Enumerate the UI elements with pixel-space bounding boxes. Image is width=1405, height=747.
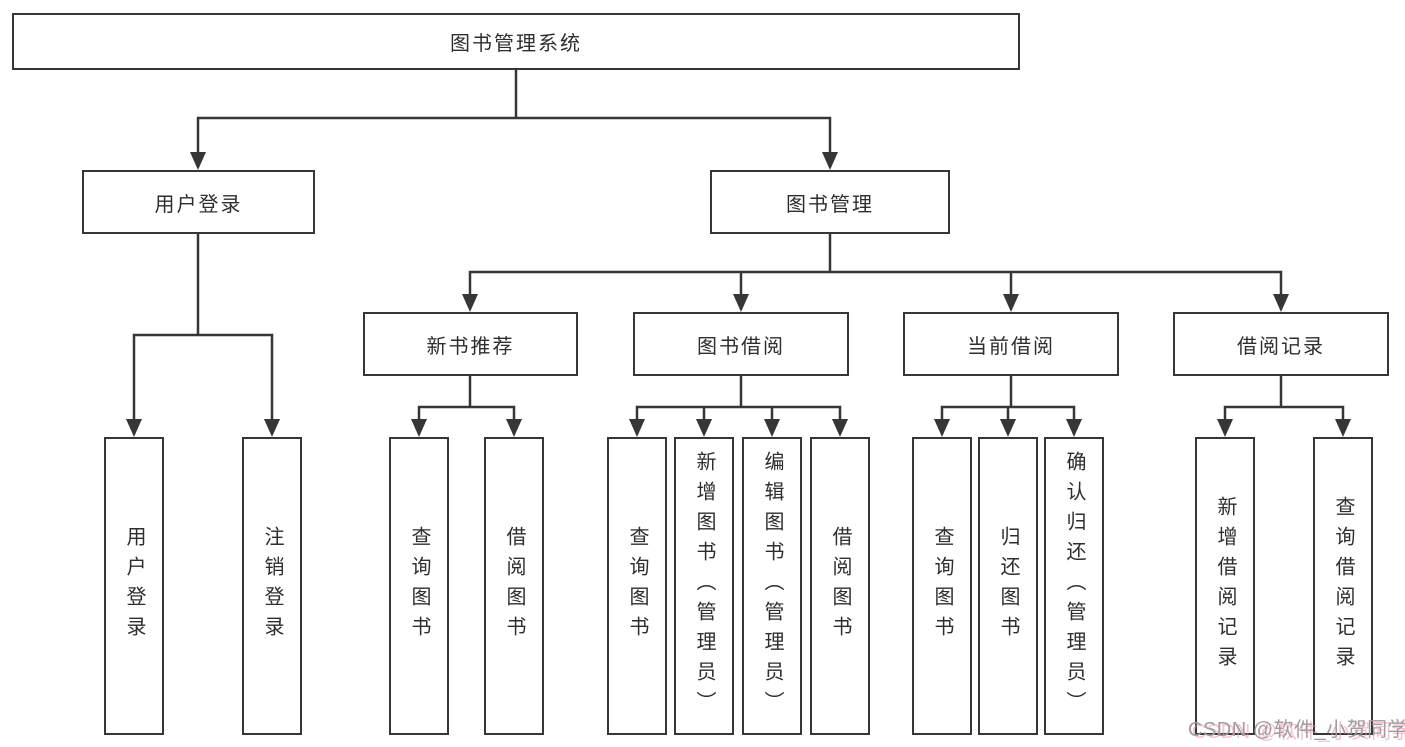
node-label: 图书管理	[786, 193, 874, 216]
leaf-label: 新增图书（管理员）	[693, 451, 715, 721]
leaf-label: 注销登录	[261, 526, 283, 646]
csdn-watermark: CSDN @软件_小贺同学	[1188, 719, 1405, 741]
leaf-borrowing-query-books: 查询图书	[607, 437, 667, 735]
leaf-borrowing-edit-books-admin: 编辑图书（管理员）	[742, 437, 802, 735]
node-borrowing-records: 借阅记录	[1173, 312, 1389, 376]
leaf-current-confirm-return-admin: 确认归还（管理员）	[1044, 437, 1104, 735]
leaf-label: 新增借阅记录	[1214, 496, 1236, 676]
leaf-records-query-borrow-record: 查询借阅记录	[1313, 437, 1373, 735]
node-current-borrowing: 当前借阅	[903, 312, 1119, 376]
leaf-current-return-books: 归还图书	[978, 437, 1038, 735]
node-label: 用户登录	[154, 193, 243, 216]
leaf-label: 确认归还（管理员）	[1063, 451, 1085, 721]
node-label: 新书推荐	[426, 335, 515, 358]
node-user-login: 用户登录	[82, 170, 315, 234]
leaf-borrowing-add-books-admin: 新增图书（管理员）	[674, 437, 734, 735]
leaf-label: 借阅图书	[829, 526, 851, 646]
node-label: 当前借阅	[967, 335, 1055, 358]
leaf-label: 查询图书	[931, 526, 953, 646]
leaf-records-add-borrow-record: 新增借阅记录	[1195, 437, 1255, 735]
leaf-label: 查询图书	[626, 526, 648, 646]
node-new-book-recommend: 新书推荐	[363, 312, 578, 376]
node-label: 借阅记录	[1237, 335, 1325, 358]
leaf-logout-login: 注销登录	[242, 437, 302, 735]
leaf-borrowing-borrow-books: 借阅图书	[810, 437, 870, 735]
leaf-label: 查询借阅记录	[1332, 496, 1354, 676]
leaf-label: 借阅图书	[503, 526, 525, 646]
leaf-recommend-borrow-books: 借阅图书	[484, 437, 544, 735]
node-label: 图书借阅	[697, 335, 785, 358]
leaf-label: 查询图书	[408, 526, 430, 646]
leaf-label: 用户登录	[123, 526, 145, 646]
leaf-label: 编辑图书（管理员）	[761, 451, 783, 721]
node-book-borrowing: 图书借阅	[633, 312, 849, 376]
leaf-recommend-query-books: 查询图书	[389, 437, 449, 735]
node-label: 图书管理系统	[450, 33, 582, 55]
leaf-current-query-books: 查询图书	[912, 437, 972, 735]
node-book-management: 图书管理	[710, 170, 950, 234]
leaf-user-login: 用户登录	[104, 437, 164, 735]
leaf-label: 归还图书	[997, 526, 1019, 646]
node-library-management-system: 图书管理系统	[12, 13, 1020, 70]
